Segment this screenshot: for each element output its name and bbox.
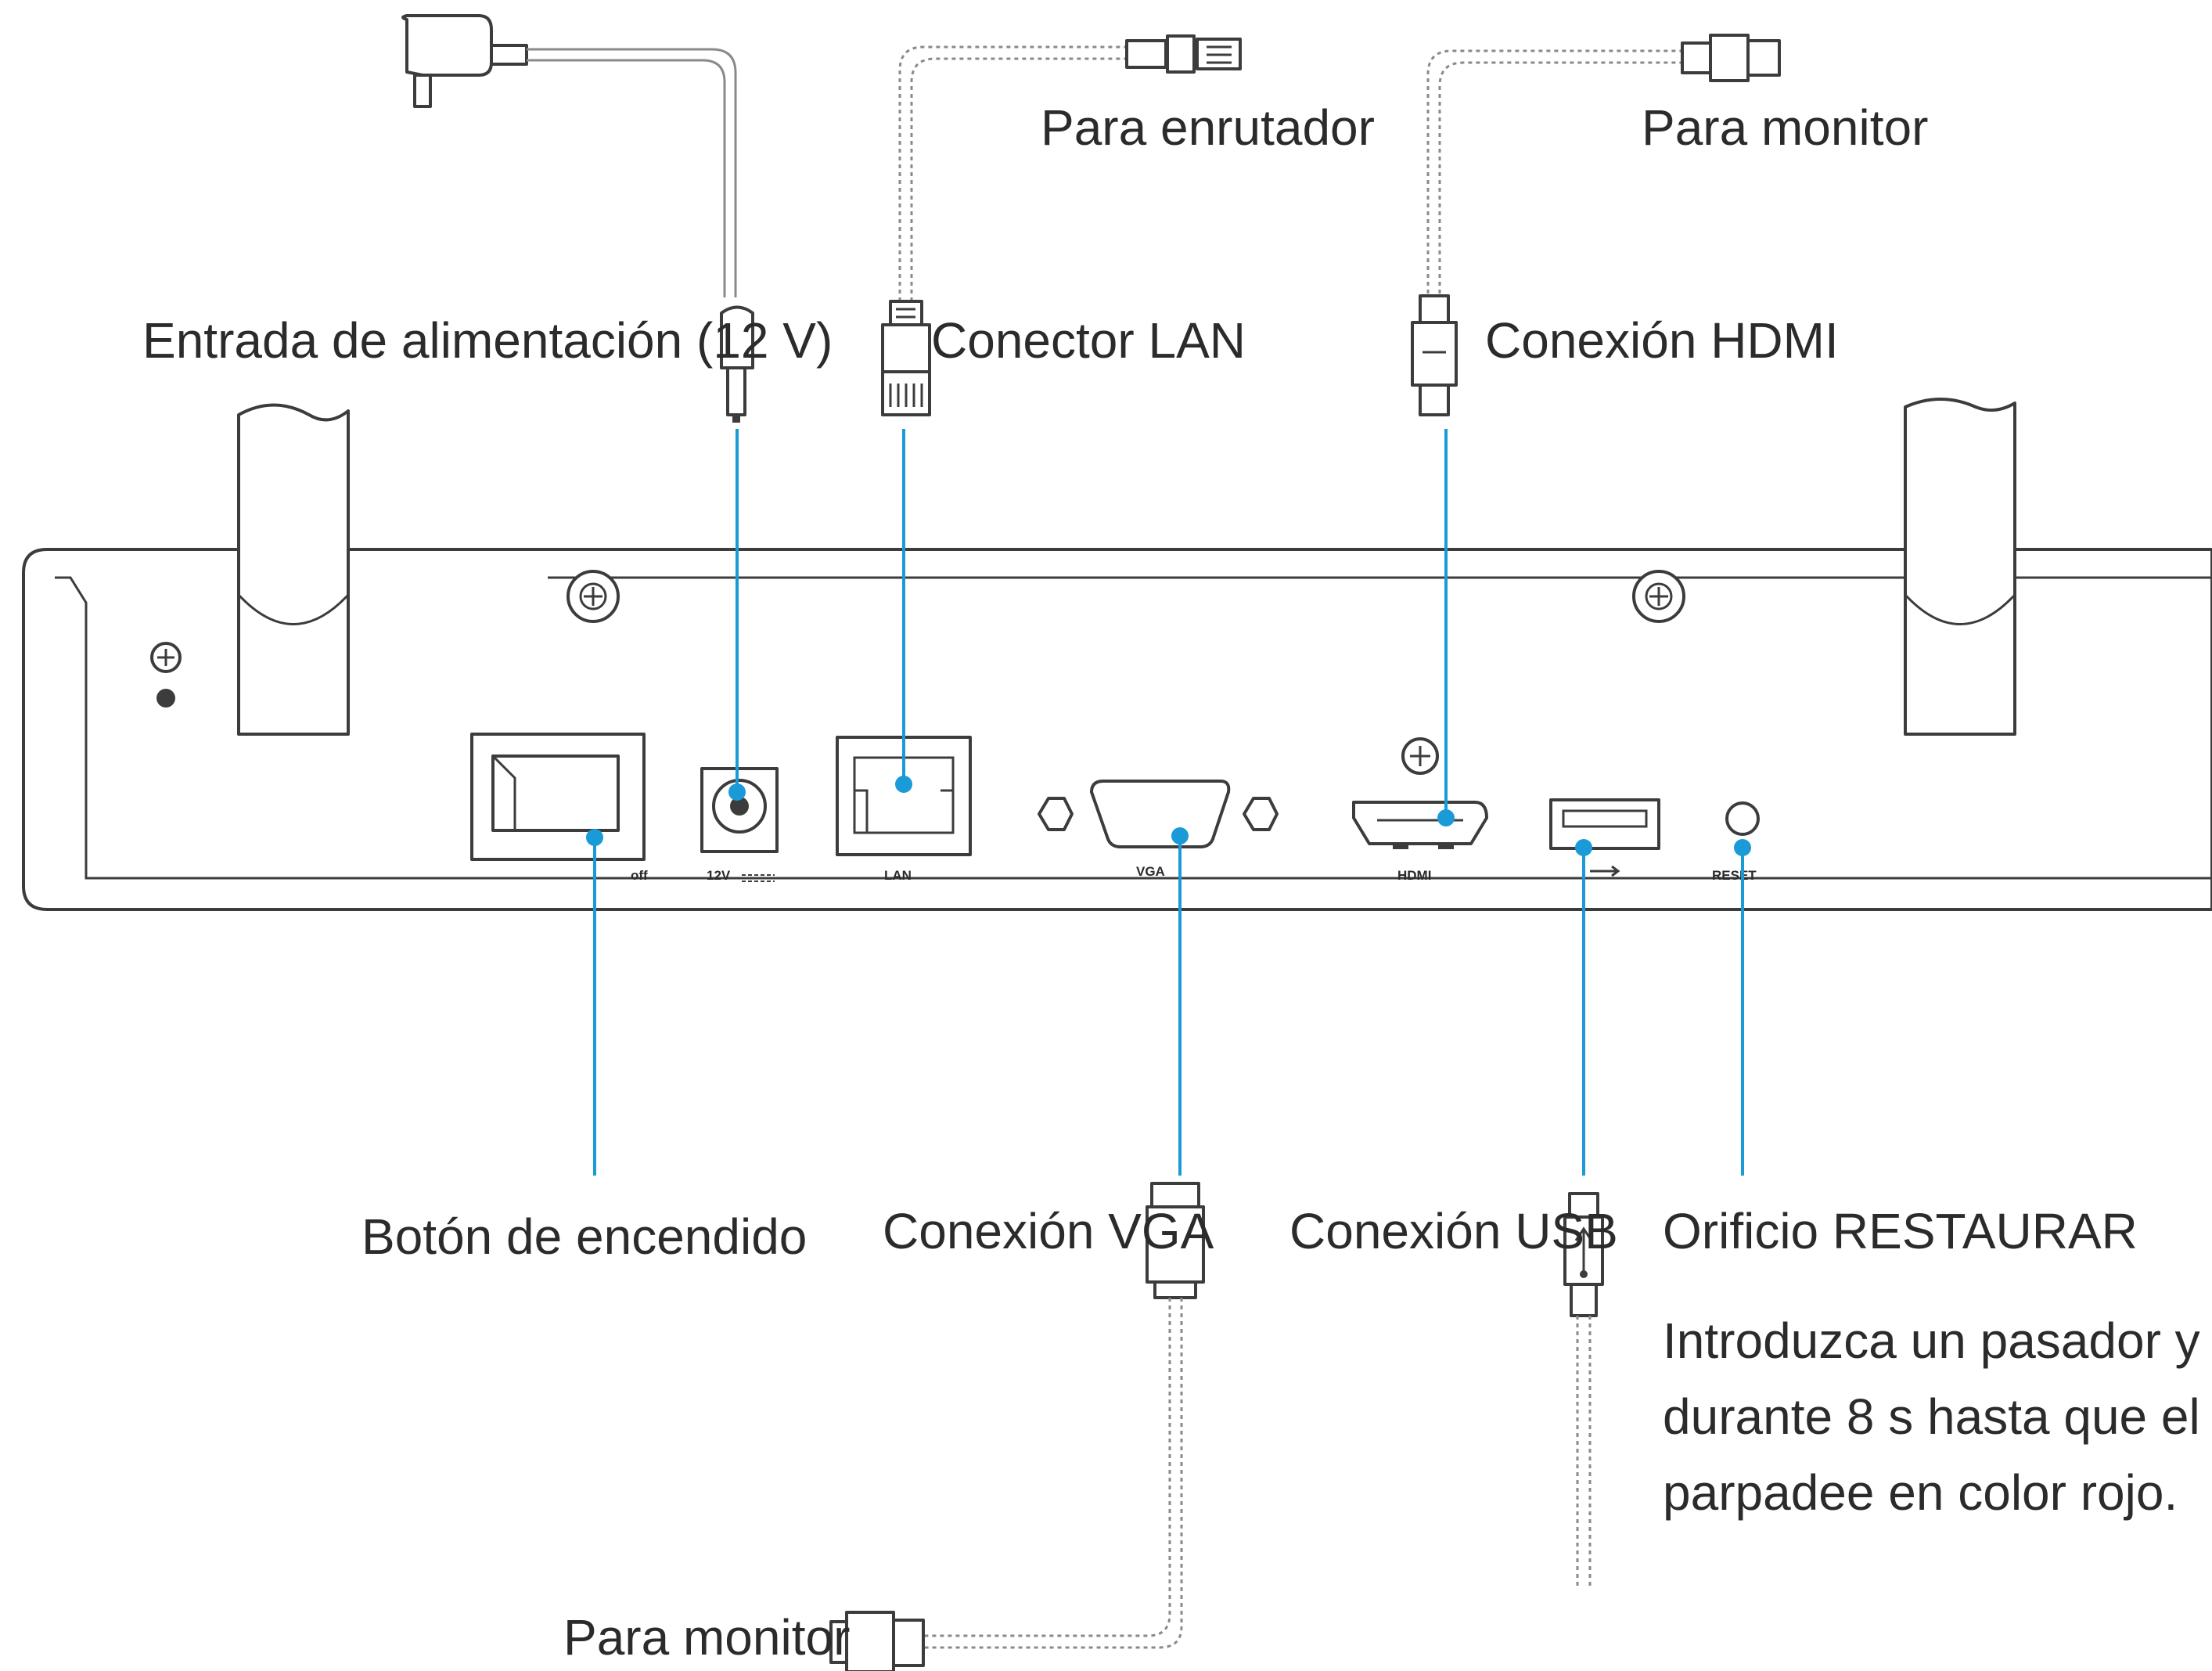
port-label-lan: LAN — [884, 868, 912, 883]
vga-connection-label: Conexión VGA — [883, 1203, 1214, 1259]
port-label-vga: VGA — [1136, 864, 1165, 879]
power-adapter-cable — [401, 14, 754, 423]
reset-hole-label: Orificio RESTAURAR — [1663, 1203, 2138, 1259]
reset-instruction-line-3: parpadee en color rojo. — [1663, 1464, 2178, 1521]
usb-icon — [1590, 865, 1620, 877]
reset-hole[interactable]: RESET — [1712, 801, 1760, 883]
lan-cable — [881, 34, 1242, 416]
port-label-reset: RESET — [1712, 868, 1757, 883]
vga-port[interactable]: VGA — [1038, 780, 1279, 879]
port-label-off: off — [631, 868, 648, 883]
screw-icon — [566, 570, 620, 623]
leader-lines — [586, 429, 1751, 1176]
usb-connection-label: Conexión USB — [1289, 1203, 1618, 1259]
screw-icon — [1401, 737, 1439, 775]
reset-instruction-line-1: Introduzca un pasador y p — [1663, 1313, 2212, 1369]
reset-instruction-line-2: durante 8 s hasta que el in — [1663, 1388, 2212, 1445]
to-router-label: Para enrutador — [1041, 99, 1375, 156]
port-label-12v: 12V — [707, 868, 731, 883]
screw-icon — [1632, 570, 1685, 623]
power-input-label: Entrada de alimentación (12 V) — [142, 312, 833, 369]
to-monitor-vga-label: Para monitor — [563, 1609, 850, 1666]
port-label-hdmi: HDMI — [1397, 868, 1431, 883]
hdmi-port[interactable]: HDMI — [1352, 737, 1488, 883]
usb-port[interactable] — [1549, 798, 1660, 877]
to-monitor-hdmi-label: Para monitor — [1642, 99, 1928, 156]
usb-icon — [1574, 1226, 1593, 1278]
power-button-label: Botón de encendido — [361, 1208, 807, 1265]
power-switch[interactable]: off — [470, 733, 648, 883]
hdmi-connection-label: Conexión HDMI — [1485, 312, 1839, 369]
lan-connector-label: Conector LAN — [931, 312, 1246, 369]
right-bracket — [1904, 398, 2016, 736]
hdmi-cable — [1411, 34, 1781, 416]
dc-power-port[interactable]: 12V — [700, 767, 779, 883]
usb-cable — [1563, 1192, 1604, 1589]
ground-screw-icon — [150, 642, 182, 708]
device-rear-panel — [22, 548, 2212, 911]
left-bracket — [237, 403, 350, 736]
vga-cable — [829, 1182, 1205, 1671]
